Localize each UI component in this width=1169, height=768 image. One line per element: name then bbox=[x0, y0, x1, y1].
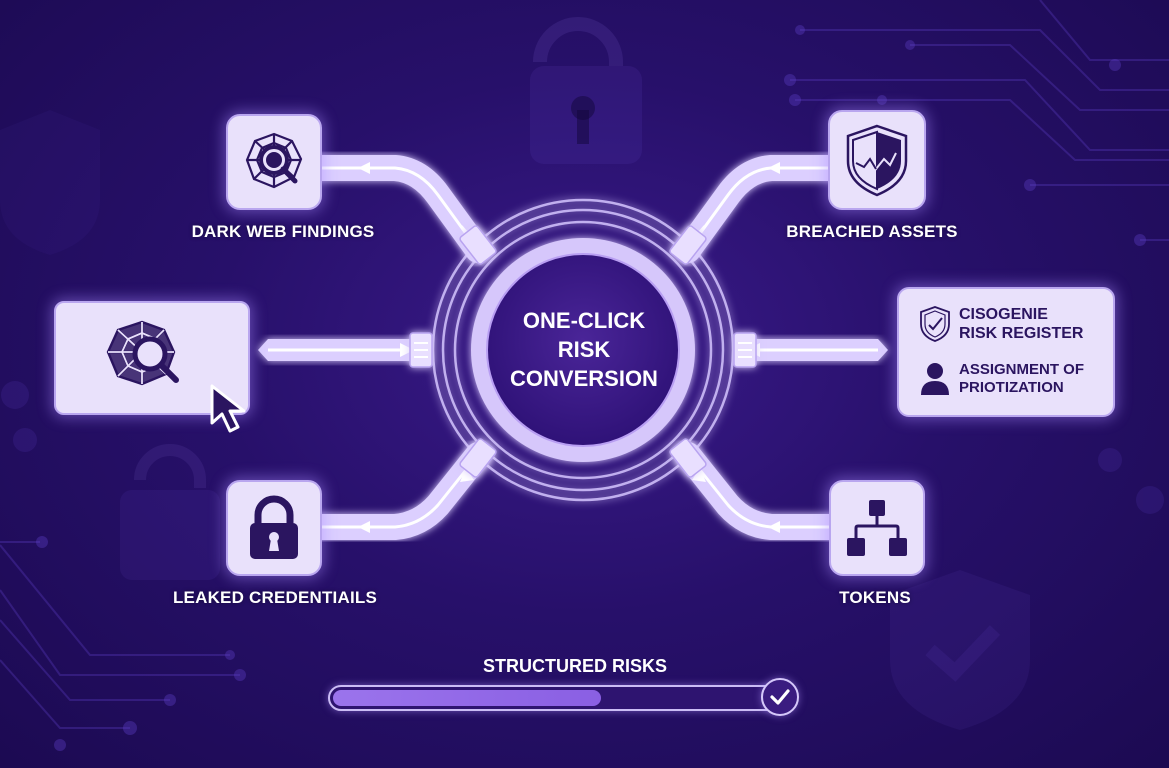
risk-register-title-line1: CISOGENIE bbox=[959, 306, 1048, 323]
structured-risks-progress-bar bbox=[328, 685, 787, 711]
assignment-line2: PRIOTIZATION bbox=[959, 379, 1064, 396]
hierarchy-icon bbox=[847, 500, 907, 556]
tokens-label: TOKENS bbox=[839, 588, 911, 607]
hub-title-line3: CONVERSION bbox=[510, 366, 658, 391]
assignment-line1: ASSIGNMENT OF bbox=[959, 361, 1085, 378]
spiderweb-search-icon bbox=[245, 132, 303, 189]
progress-complete-badge bbox=[761, 678, 799, 716]
spiderweb-search-icon bbox=[106, 320, 179, 386]
background-shield-icon bbox=[0, 110, 100, 255]
hub-title-line1: ONE-CLICK bbox=[522, 308, 646, 333]
padlock-icon bbox=[250, 495, 298, 559]
split-shield-pulse-icon bbox=[846, 124, 908, 197]
breached-assets-label: BREACHED ASSETS bbox=[786, 222, 958, 241]
leaked-credentials-label: LEAKED CREDENTIAILS bbox=[172, 588, 378, 607]
hub-title: ONE-CLICK RISK CONVERSION bbox=[484, 306, 684, 393]
risk-register-title-line2: RISK REGISTER bbox=[959, 325, 1084, 342]
tokens-tile[interactable] bbox=[829, 480, 925, 576]
dark-web-findings-label: DARK WEB FINDINGS bbox=[191, 222, 375, 241]
risk-register-row: CISOGENIE RISK REGISTER bbox=[919, 305, 1083, 343]
mouse-cursor-icon bbox=[210, 384, 246, 433]
shield-check-icon bbox=[920, 306, 950, 342]
checkmark-icon bbox=[770, 689, 790, 705]
leaked-credentials-tile[interactable] bbox=[226, 480, 322, 576]
risk-register-title: CISOGENIE RISK REGISTER bbox=[959, 305, 1083, 343]
assignment-text: ASSIGNMENT OF PRIOTIZATION bbox=[959, 361, 1084, 397]
assignment-row: ASSIGNMENT OF PRIOTIZATION bbox=[919, 361, 1084, 397]
breached-assets-tile[interactable] bbox=[828, 110, 926, 210]
user-icon bbox=[921, 363, 949, 395]
background-lock-icon bbox=[120, 444, 220, 580]
dark-web-input-card[interactable] bbox=[54, 301, 250, 415]
progress-fill bbox=[333, 690, 601, 706]
background-shield-icon bbox=[890, 570, 1030, 730]
dark-web-findings-tile[interactable] bbox=[226, 114, 322, 210]
structured-risks-title: STRUCTURED RISKS bbox=[482, 656, 668, 676]
hub-title-line2: RISK bbox=[557, 337, 611, 362]
cisogenie-risk-register-card[interactable]: CISOGENIE RISK REGISTER ASSIGNMENT OF PR… bbox=[897, 287, 1115, 417]
